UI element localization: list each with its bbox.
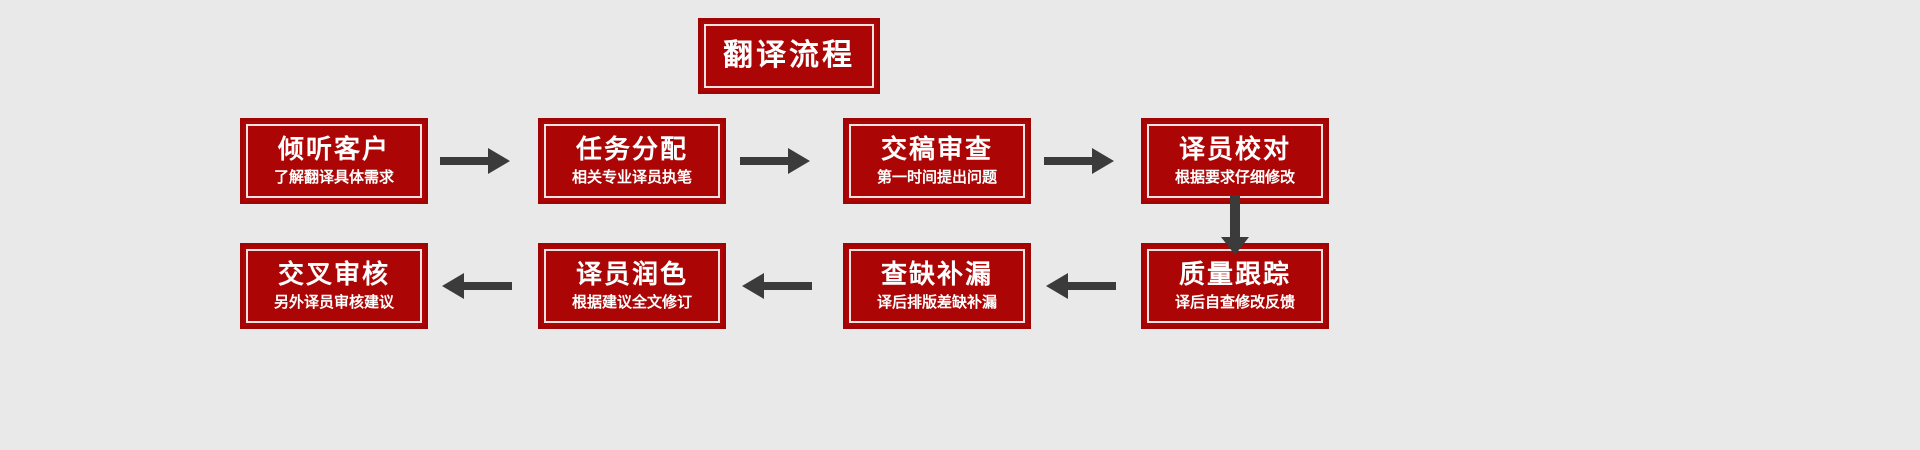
flow-node-5-subtitle: 译后自查修改反馈	[1174, 294, 1295, 312]
flow-node-1-title: 倾听客户	[277, 134, 390, 165]
flow-node-8-title: 交叉审核	[277, 259, 390, 290]
flow-node-4-inner: 译员校对 根据要求仔细修改	[1147, 124, 1323, 198]
flowchart-title-text: 翻译流程	[723, 38, 855, 72]
flow-node-7-subtitle: 根据建议全文修订	[571, 294, 692, 312]
flow-node-3-title: 交稿审查	[880, 134, 993, 165]
flow-node-2[interactable]: 任务分配 相关专业译员执笔	[538, 118, 726, 204]
arrow-left-icon-7-8	[440, 269, 512, 303]
flow-node-7-inner: 译员润色 根据建议全文修订	[544, 249, 720, 323]
arrow-left-icon-6-7	[740, 269, 812, 303]
flow-node-5-inner: 质量跟踪 译后自查修改反馈	[1147, 249, 1323, 323]
flow-node-1[interactable]: 倾听客户 了解翻译具体需求	[240, 118, 428, 204]
flow-node-2-inner: 任务分配 相关专业译员执笔	[544, 124, 720, 198]
flow-node-8-subtitle: 另外译员审核建议	[273, 294, 394, 312]
arrow-left-icon-5-6	[1044, 269, 1116, 303]
flow-node-4-subtitle: 根据要求仔细修改	[1174, 169, 1295, 187]
flow-node-2-subtitle: 相关专业译员执笔	[571, 169, 692, 187]
flow-node-2-title: 任务分配	[575, 134, 688, 165]
flow-node-3[interactable]: 交稿审查 第一时间提出问题	[843, 118, 1031, 204]
flow-node-8-inner: 交叉审核 另外译员审核建议	[246, 249, 422, 323]
flow-node-8[interactable]: 交叉审核 另外译员审核建议	[240, 243, 428, 329]
flow-node-6[interactable]: 查缺补漏 译后排版差缺补漏	[843, 243, 1031, 329]
flow-node-5[interactable]: 质量跟踪 译后自查修改反馈	[1141, 243, 1329, 329]
flow-node-1-inner: 倾听客户 了解翻译具体需求	[246, 124, 422, 198]
flow-node-1-subtitle: 了解翻译具体需求	[273, 169, 394, 187]
flow-node-5-title: 质量跟踪	[1178, 259, 1291, 290]
flow-node-6-title: 查缺补漏	[880, 259, 993, 290]
flow-node-7-title: 译员润色	[575, 259, 688, 290]
flow-node-4-title: 译员校对	[1178, 134, 1291, 165]
flow-node-6-subtitle: 译后排版差缺补漏	[876, 294, 997, 312]
arrow-right-icon-3-4	[1044, 144, 1116, 178]
flow-node-3-inner: 交稿审查 第一时间提出问题	[849, 124, 1025, 198]
flowchart-title-inner: 翻译流程	[704, 24, 874, 88]
flow-node-6-inner: 查缺补漏 译后排版差缺补漏	[849, 249, 1025, 323]
flow-node-7[interactable]: 译员润色 根据建议全文修订	[538, 243, 726, 329]
arrow-down-icon-4-5	[1218, 195, 1252, 257]
flow-node-3-subtitle: 第一时间提出问题	[876, 169, 997, 187]
flow-node-4[interactable]: 译员校对 根据要求仔细修改	[1141, 118, 1329, 204]
arrow-right-icon-1-2	[440, 144, 512, 178]
arrow-right-icon-2-3	[740, 144, 812, 178]
flowchart-title-box: 翻译流程	[698, 18, 880, 94]
